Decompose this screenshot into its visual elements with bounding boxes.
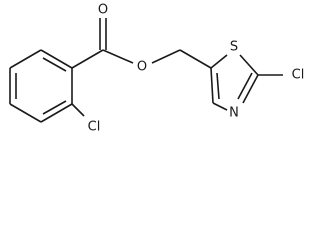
atom-label-ester-oxygen: O — [137, 60, 147, 75]
bond-carbonyl-to-ester-oxygen — [102, 49, 134, 64]
atom-label-benzene-chlorine: Cl — [88, 120, 101, 135]
atom-label-thiazole-chlorine: Cl — [292, 68, 305, 83]
bond-benzene-6 — [9, 49, 42, 69]
bond-c4-c5-inner — [216, 72, 220, 100]
bond-c5-to-sulfur — [210, 54, 228, 69]
thiazole-ring — [210, 54, 283, 111]
bond-benzene-3 — [40, 103, 73, 123]
bond-ester-oxygen-to-ch2 — [151, 49, 181, 64]
bond-ch2-to-thiazole — [179, 49, 212, 69]
bond-benzene-4 — [9, 103, 42, 123]
atom-label-thiazole-nitrogen: N — [229, 106, 239, 121]
bond-benzene-inner-1 — [42, 57, 67, 72]
bond-c4-to-c5 — [210, 67, 214, 104]
benzene-ring — [9, 49, 73, 123]
structure-diagram: O O Cl S N Cl — [9, 3, 305, 135]
atom-label-carbonyl-oxygen: O — [98, 3, 108, 18]
bond-sulfur-to-c2 — [239, 54, 259, 76]
atom-label-thiazole-sulfur: S — [230, 40, 238, 55]
bond-c2-to-nitrogen-b — [237, 72, 253, 100]
bond-benzene-1 — [40, 49, 73, 69]
bond-c2-to-nitrogen-a — [242, 74, 259, 104]
bond-benzene-inner-2 — [42, 100, 67, 115]
bond-benzene-to-chlorine — [71, 103, 85, 117]
bond-nitrogen-to-c4 — [212, 102, 228, 111]
bond-ring-to-carbonyl — [71, 49, 104, 69]
ester-group — [71, 18, 212, 69]
